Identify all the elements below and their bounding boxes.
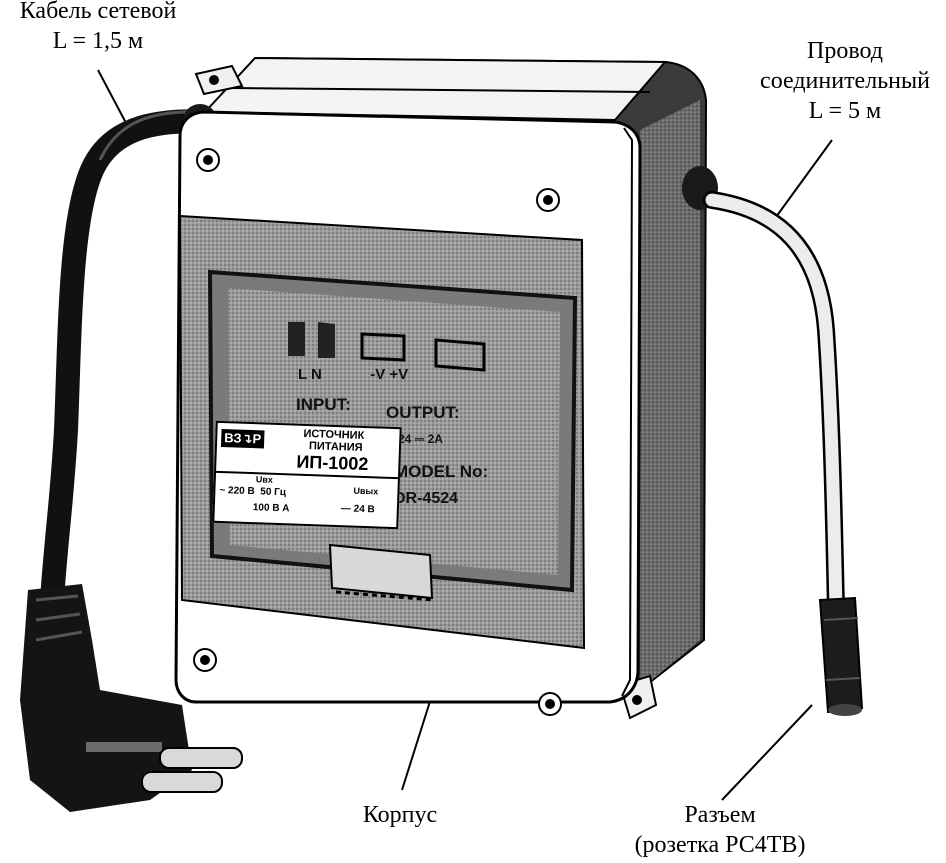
connector-socket	[818, 596, 864, 716]
leader-housing	[401, 694, 433, 791]
logo-tail-text: Р	[252, 431, 262, 447]
input-terminal-label: L N	[298, 366, 322, 383]
leader-connector	[721, 704, 813, 801]
module-input-label: INPUT:	[296, 395, 351, 414]
plate-output-voltage: — 24 В	[340, 503, 375, 516]
module-output-label: OUTPUT:	[386, 403, 460, 422]
label-plate: ВЗ↴Р ИСТОЧНИК ПИТАНИЯ ИП-1002 Uвх Uвых ~…	[212, 420, 402, 530]
callout-connecting-wire: Провод соединительный L = 5 м	[744, 36, 946, 126]
callout-connector-line1: Разъем	[684, 802, 756, 828]
callout-connector: Разъем (розетка РС4ТВ)	[604, 800, 836, 860]
plate-model: ИП-1002	[296, 451, 369, 475]
module-output-rating: 24 ⎓ 2A	[398, 432, 443, 446]
logo-text: ВЗ	[223, 430, 242, 446]
plate-uin-header: Uвх	[255, 474, 274, 485]
module-model-number: DR-4524	[394, 490, 459, 507]
callout-housing: Корпус	[362, 802, 438, 828]
module-terminal-labels: L N -V +V	[298, 366, 408, 383]
callout-connecting-wire-line1: Провод	[806, 38, 884, 64]
connecting-wire	[703, 191, 845, 619]
lid-screw-holes	[193, 148, 562, 716]
plate-uout-header: Uвых	[353, 485, 379, 497]
callout-connecting-wire-line2: соединительный	[760, 68, 930, 94]
callout-connecting-wire-line3: L = 5 м	[808, 98, 882, 124]
callout-mains-cable-line2: L = 1,5 м	[52, 28, 144, 54]
callout-connector-line2: (розетка РС4ТВ)	[634, 832, 806, 858]
leader-wire	[767, 139, 833, 229]
output-terminal-label: -V +V	[370, 366, 409, 383]
enclosure-body	[184, 56, 718, 720]
mains-plug	[20, 584, 243, 812]
callout-mains-cable: Кабель сетевой L = 1,5 м	[0, 0, 196, 56]
callout-mains-cable-line1: Кабель сетевой	[19, 0, 177, 24]
brand-logo: ВЗ↴Р	[220, 428, 265, 449]
plate-input-voltage: ~ 220 В 50 Гц	[219, 484, 287, 499]
module-model-label: MODEL No:	[394, 462, 489, 481]
plate-power: 100 В А	[252, 502, 290, 515]
